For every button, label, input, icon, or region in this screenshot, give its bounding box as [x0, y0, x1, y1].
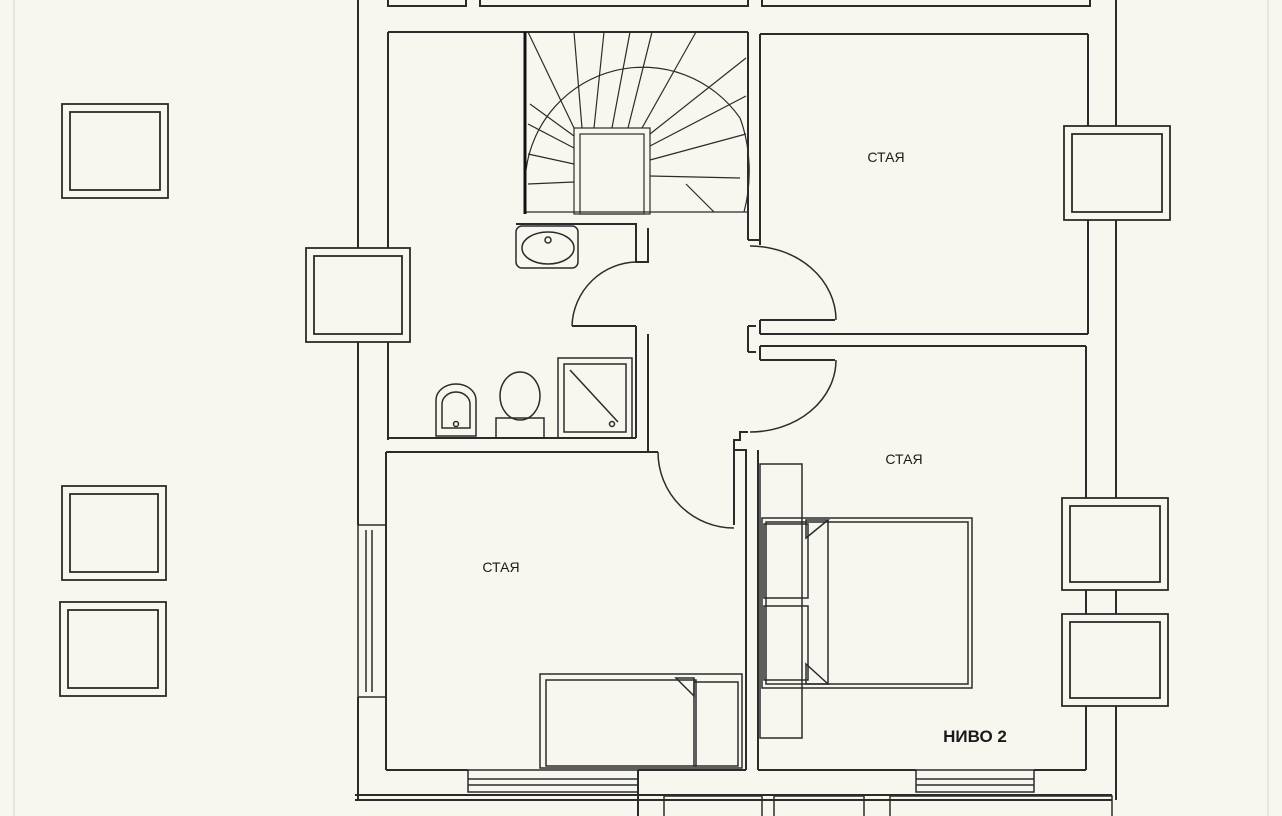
- room-label-bottom-right: СТАЯ: [885, 451, 922, 467]
- pillow-1: [763, 523, 809, 599]
- room-label-bottom-left: СТАЯ: [482, 559, 519, 575]
- shower: [557, 357, 633, 439]
- right-room-door-swing: [749, 359, 837, 433]
- left-room-door-swing: [657, 451, 735, 529]
- double-bed: [759, 463, 973, 739]
- room-label-top-right: СТАЯ: [867, 149, 904, 165]
- pillars: [59, 103, 1171, 707]
- washbasin: [515, 225, 579, 269]
- single-bed-pillow: [693, 681, 739, 767]
- single-bed: [539, 673, 743, 769]
- wardrobe: [759, 463, 803, 739]
- toilet-bowl: [499, 371, 541, 421]
- site-lines: [13, 0, 1269, 816]
- bathroom-fixtures: [435, 225, 633, 439]
- doors: [571, 245, 837, 529]
- single-bed-frame: [539, 673, 743, 769]
- bathroom-door-swing: [571, 261, 639, 327]
- left-wall-window: [357, 524, 387, 698]
- top-room-door-swing: [749, 245, 837, 321]
- bidet: [435, 383, 477, 437]
- bottom-windows: [467, 769, 1113, 816]
- level-label: НИВО 2: [943, 727, 1007, 746]
- pillow-2: [763, 605, 809, 681]
- staircase: [523, 31, 750, 215]
- toilet-tank: [495, 417, 545, 439]
- bed-frame: [761, 517, 973, 689]
